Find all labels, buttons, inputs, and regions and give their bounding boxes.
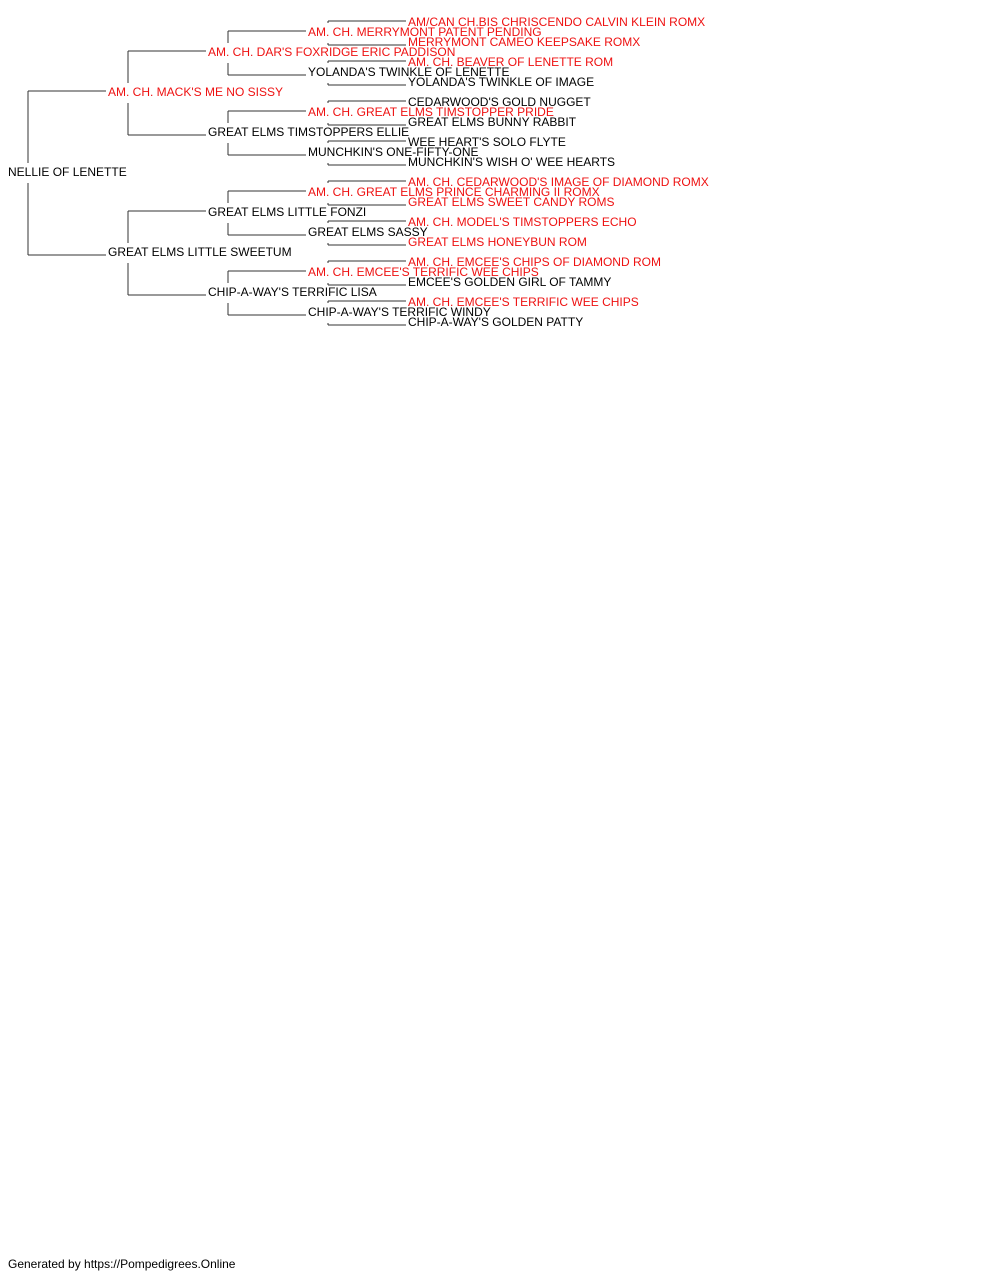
dog-name-root-s-s-d-d: YOLANDA'S TWINKLE OF IMAGE (408, 75, 594, 89)
dog-name-root-d-d-d-d: CHIP-A-WAY'S GOLDEN PATTY (408, 315, 583, 329)
dog-name-root-d-s-s-s: AM. CH. CEDARWOOD'S IMAGE OF DIAMOND ROM… (408, 175, 709, 189)
dog-name-root: NELLIE OF LENETTE (8, 165, 127, 179)
dog-name-root-s-s: AM. CH. DAR'S FOXRIDGE ERIC PADDISON (208, 45, 455, 59)
dog-name-root-s-s-s-d: MERRYMONT CAMEO KEEPSAKE ROMX (408, 35, 640, 49)
dog-name-root-s-s-s-s: AM/CAN CH.BIS CHRISCENDO CALVIN KLEIN RO… (408, 15, 705, 29)
dog-name-root-s-d-s-s: CEDARWOOD'S GOLD NUGGET (408, 95, 591, 109)
dog-name-root-s-d-s: AM. CH. GREAT ELMS TIMSTOPPER PRIDE (308, 105, 554, 119)
dog-name-root-s-d-d-d: MUNCHKIN'S WISH O' WEE HEARTS (408, 155, 615, 169)
dog-name-root-d-d-s: AM. CH. EMCEE'S TERRIFIC WEE CHIPS (308, 265, 539, 279)
dog-name-root-s-s-s: AM. CH. MERRYMONT PATENT PENDING (308, 25, 542, 39)
dog-name-root-d-d: CHIP-A-WAY'S TERRIFIC LISA (208, 285, 377, 299)
dog-name-root-s-d: GREAT ELMS TIMSTOPPERS ELLIE (208, 125, 409, 139)
dog-name-root-d-d-s-d: EMCEE'S GOLDEN GIRL OF TAMMY (408, 275, 611, 289)
dog-name-root-s-d-d-s: WEE HEART'S SOLO FLYTE (408, 135, 566, 149)
dog-name-root-d-s-d: GREAT ELMS SASSY (308, 225, 428, 239)
footer-credit: Generated by https://Pompedigrees.Online (8, 1257, 236, 1271)
dog-name-root-d-s: GREAT ELMS LITTLE FONZI (208, 205, 366, 219)
dog-name-root-d: GREAT ELMS LITTLE SWEETUM (108, 245, 292, 259)
dog-name-root-s-d-d: MUNCHKIN'S ONE-FIFTY-ONE (308, 145, 479, 159)
dog-name-root-d-d-d-s: AM. CH. EMCEE'S TERRIFIC WEE CHIPS (408, 295, 639, 309)
dog-name-root-d-s-d-d: GREAT ELMS HONEYBUN ROM (408, 235, 587, 249)
dog-name-root-d-s-s: AM. CH. GREAT ELMS PRINCE CHARMING II RO… (308, 185, 600, 199)
dog-name-root-s: AM. CH. MACK'S ME NO SISSY (108, 85, 283, 99)
dog-name-root-s-s-d-s: AM. CH. BEAVER OF LENETTE ROM (408, 55, 613, 69)
dog-name-root-d-s-s-d: GREAT ELMS SWEET CANDY ROMS (408, 195, 614, 209)
dog-name-root-d-s-d-s: AM. CH. MODEL'S TIMSTOPPERS ECHO (408, 215, 637, 229)
dog-name-root-s-d-s-d: GREAT ELMS BUNNY RABBIT (408, 115, 577, 129)
dog-name-root-s-s-d: YOLANDA'S TWINKLE OF LENETTE (308, 65, 509, 79)
dog-name-root-d-d-d: CHIP-A-WAY'S TERRIFIC WINDY (308, 305, 491, 319)
dog-name-root-d-d-s-s: AM. CH. EMCEE'S CHIPS OF DIAMOND ROM (408, 255, 661, 269)
